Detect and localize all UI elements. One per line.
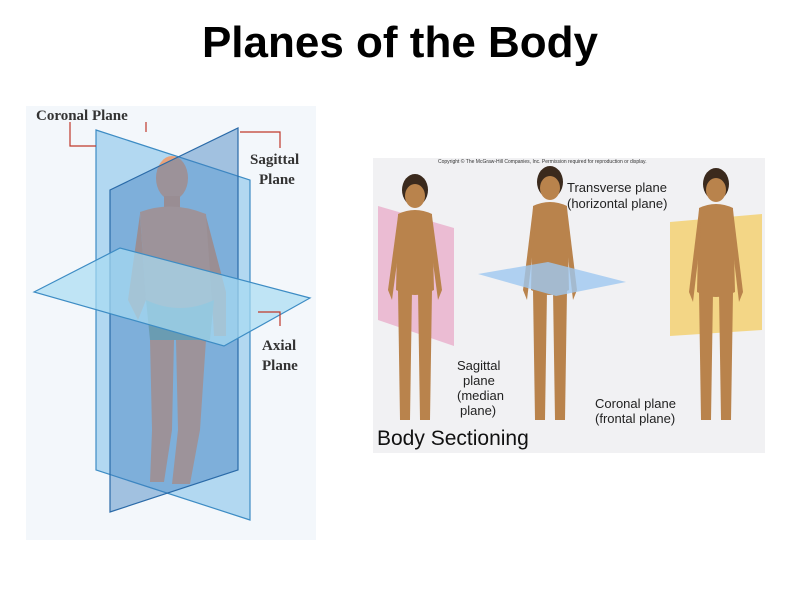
sagittal-plane-label-1: Sagittal — [250, 152, 299, 168]
axial-plane-label-2: Plane — [262, 358, 298, 374]
right-illustration: Transverse plane (horizontal plane) Sagi… — [378, 166, 762, 426]
sagittal-plane-label-2: Plane — [259, 172, 295, 188]
coronal-label-2: (frontal plane) — [595, 411, 675, 426]
axial-plane-label-1: Axial — [262, 338, 296, 354]
coronal-leader — [70, 122, 96, 146]
transverse-label-1: Transverse plane — [567, 180, 667, 195]
sagittal-label-3: (median — [457, 388, 504, 403]
body-sectioning-caption: Body Sectioning — [377, 427, 529, 451]
coronal-plane-label: Coronal Plane — [36, 108, 128, 124]
coronal-label-1: Coronal plane — [595, 396, 676, 411]
left-illustration: Coronal Plane Sagittal Plane Axial Plane — [34, 108, 310, 520]
sagittal-label-4: plane) — [460, 403, 496, 418]
transverse-label-2: (horizontal plane) — [567, 196, 667, 211]
copyright-notice: Copyright © The McGraw-Hill Companies, I… — [438, 159, 647, 165]
sagittal-leader — [240, 132, 280, 148]
axial-plane — [34, 248, 310, 346]
sagittal-label-1: Sagittal — [457, 358, 500, 373]
transverse-blue-plane — [478, 262, 626, 296]
sagittal-label-2: plane — [463, 373, 495, 388]
